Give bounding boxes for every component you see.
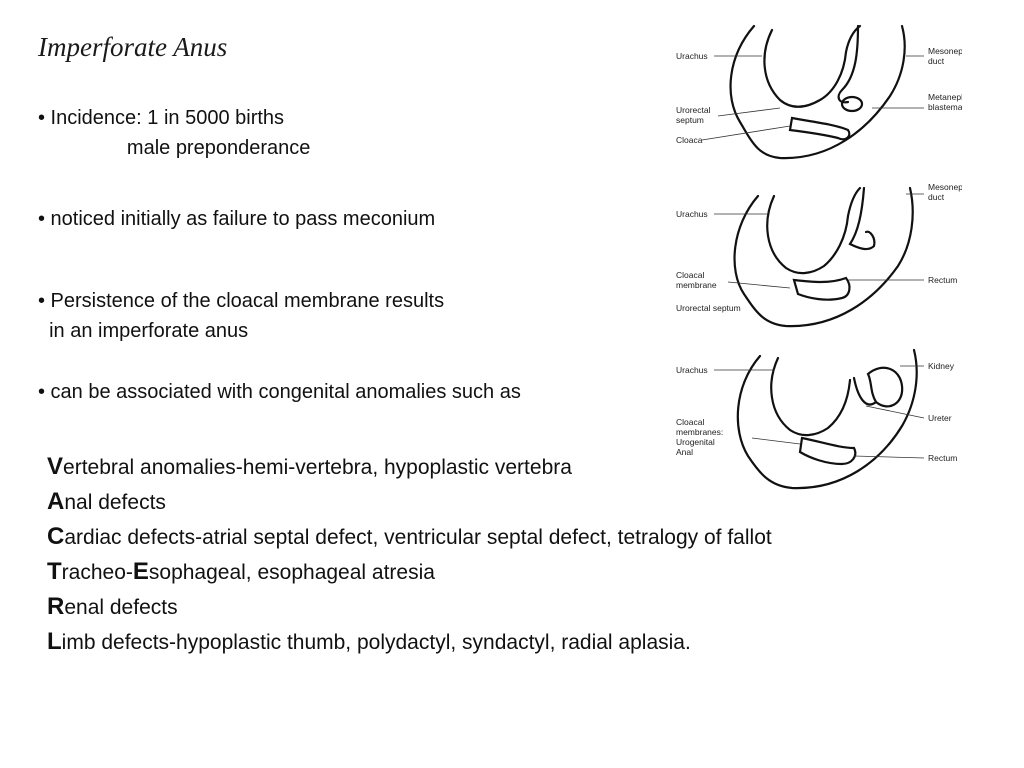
label-urachus-2: Urachus (676, 209, 708, 219)
label-kidney-3: Kidney (928, 361, 955, 371)
label-urogenital-3: Urogenital (676, 437, 715, 447)
panel3-ureter (852, 376, 878, 406)
vacterl-vertebral: Vertebral anomalies-hemi-vertebra, hypop… (47, 453, 572, 480)
label-metanephric-1b: blastema (928, 102, 962, 112)
label-cloacal-3b: membranes: (676, 427, 723, 437)
panel2-outline (733, 186, 914, 328)
label-rectum-3: Rectum (928, 453, 957, 463)
vacterl-list: Vertebral anomalies-hemi-vertebra, hypop… (47, 450, 772, 660)
panel3-septum (770, 356, 852, 437)
slide-title: Imperforate Anus (38, 32, 228, 62)
bullet-meconium: • noticed initially as failure to pass m… (38, 208, 436, 230)
label-mesonephric-2a: Mesonephric (928, 182, 962, 192)
panel1-metanephric-blastema (840, 95, 864, 113)
label-rectum-2: Rectum (928, 275, 957, 285)
label-cloacal-2a: Cloacal (676, 270, 704, 280)
panel2-mesonephric-duct (848, 186, 876, 251)
bullet-cloacal-membrane: • Persistence of the cloacal membrane re… (38, 290, 445, 342)
label-cloacal-3a: Cloacal (676, 417, 704, 427)
panel2-septum (766, 186, 862, 275)
embryology-figure: Urachus Urorectal septum Cloaca Mesoneph… (662, 18, 962, 508)
label-urachus-3: Urachus (676, 365, 708, 375)
panel1-cloaca (788, 116, 851, 141)
vacterl-cardiac: Cardiac defects-atrial septal defect, ve… (47, 523, 772, 550)
panel3-rectum (798, 436, 857, 466)
label-mesonephric-2b: duct (928, 192, 945, 202)
panel1-outline (729, 24, 906, 160)
label-metanephric-1a: Metanephric (928, 92, 962, 102)
label-urorectal-2: Urorectal septum (676, 303, 741, 313)
bullet-incidence: • Incidence: 1 in 5000 births male prepo… (38, 107, 311, 159)
label-cloaca-1: Cloaca (676, 135, 703, 145)
cloaca-development-diagram: Urachus Urorectal septum Cloaca Mesoneph… (676, 24, 962, 490)
panel3-kidney (866, 366, 904, 408)
panel2-rectum (792, 276, 851, 301)
label-anal-3: Anal (676, 447, 693, 457)
vacterl-tracheo-esophageal: Tracheo-Esophageal, esophageal atresia (47, 558, 435, 585)
bullet-associated-anomalies: • can be associated with congenital anom… (38, 381, 521, 403)
label-urorectal-1b: septum (676, 115, 704, 125)
panel1-mesonephric-duct (837, 24, 860, 104)
label-mesonephric-1a: Mesonephric (928, 46, 962, 56)
vacterl-limb: Limb defects-hypoplastic thumb, polydact… (47, 628, 691, 655)
label-urorectal-1a: Urorectal (676, 105, 711, 115)
vacterl-anal: Anal defects (47, 488, 166, 515)
vacterl-renal: Renal defects (47, 593, 178, 620)
label-urachus-1: Urachus (676, 51, 708, 61)
label-mesonephric-1b: duct (928, 56, 945, 66)
panel1-septum (763, 24, 862, 108)
label-ureter-3: Ureter (928, 413, 952, 423)
panel3-outline (736, 348, 918, 490)
label-cloacal-2b: membrane (676, 280, 717, 290)
